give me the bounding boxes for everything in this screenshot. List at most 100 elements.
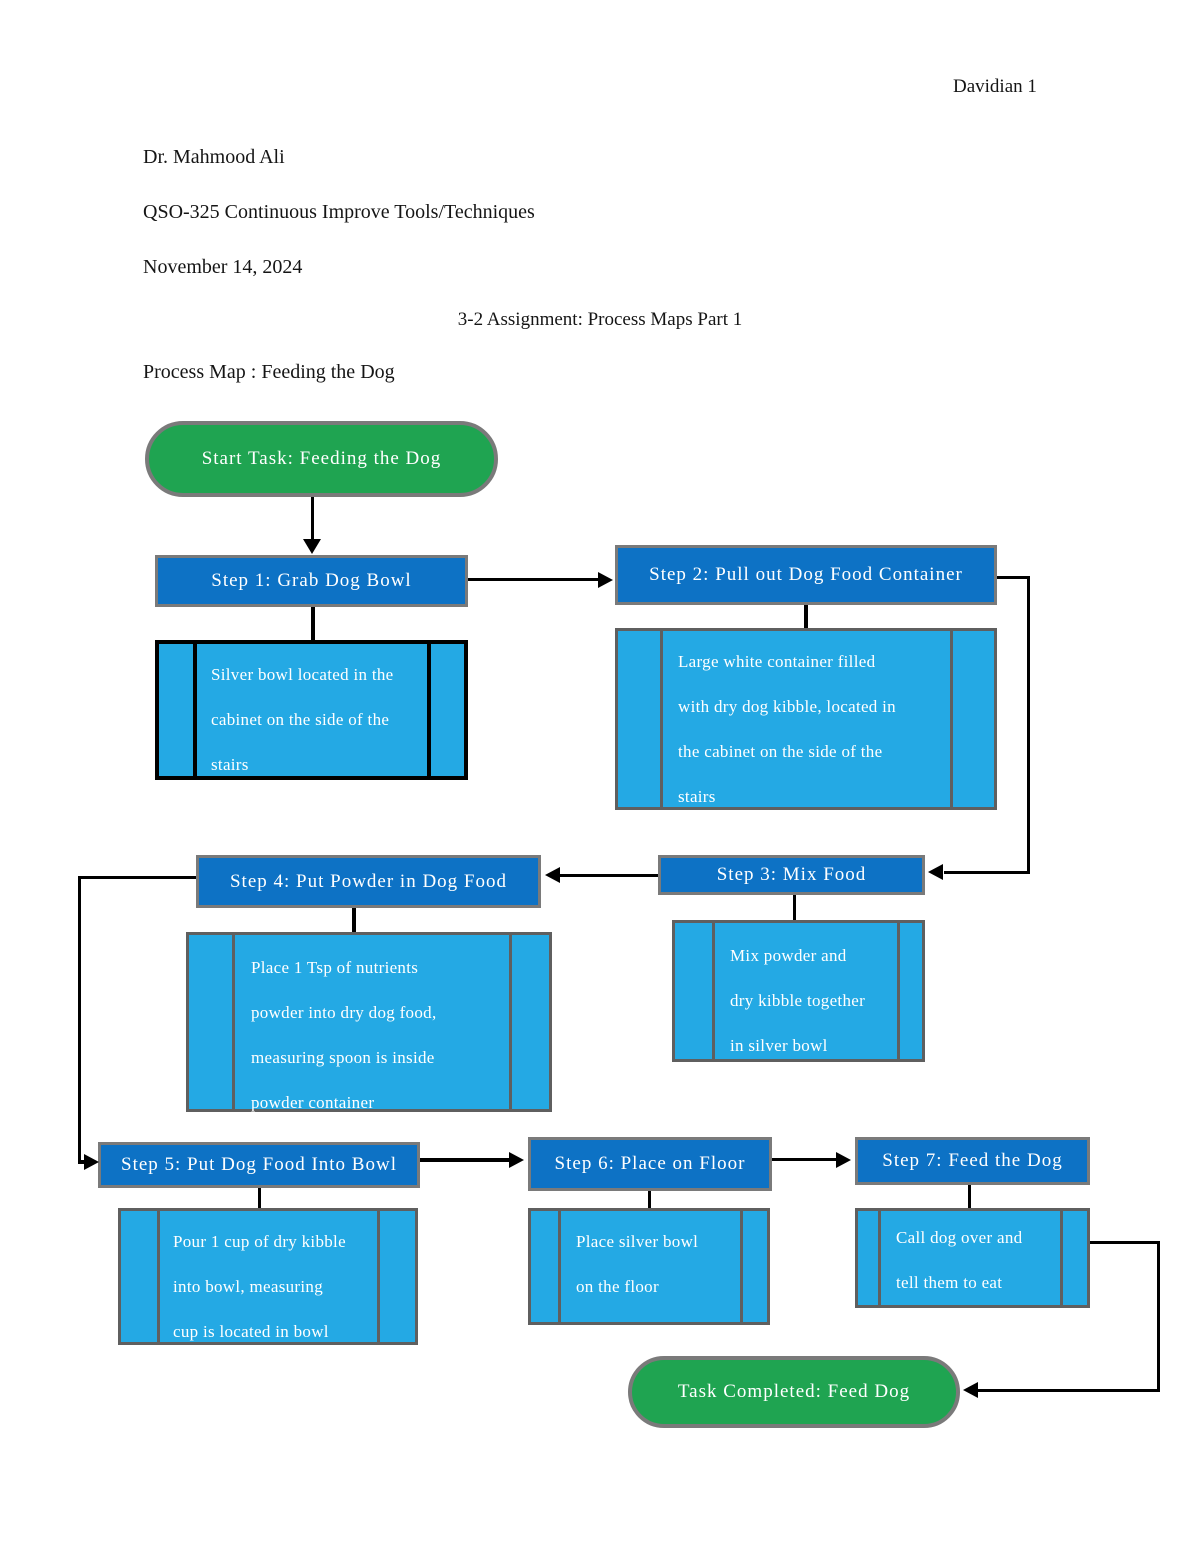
note-line: into bowl, measuring xyxy=(173,1277,324,1296)
connector-step3-to-note3 xyxy=(793,895,796,920)
step-6-box: Step 6: Place on Floor xyxy=(528,1137,772,1191)
note-line: powder container xyxy=(251,1093,375,1112)
connector-step2-to-note2 xyxy=(804,605,808,628)
note-line: Pour 1 cup of dry kibble xyxy=(173,1232,346,1251)
note-divider xyxy=(509,935,512,1109)
note-divider xyxy=(558,1211,561,1322)
step-2-label: Step 2: Pull out Dog Food Container xyxy=(649,564,963,585)
date-line: November 14, 2024 xyxy=(143,256,303,278)
step-1-label: Step 1: Grab Dog Bowl xyxy=(211,570,412,591)
note-divider xyxy=(950,631,953,807)
connector-step4-to-step5 xyxy=(78,876,81,1163)
step-4-note-text: Place 1 Tsp of nutrients powder into dry… xyxy=(189,935,549,1112)
note-line: Mix powder and xyxy=(730,946,847,965)
step-5-box: Step 5: Put Dog Food Into Bowl xyxy=(98,1142,420,1188)
page-header: Davidian 1 xyxy=(953,76,1037,97)
note-divider xyxy=(232,935,235,1109)
process-map-caption: Process Map : Feeding the Dog xyxy=(143,361,395,383)
connector-step7-to-note7 xyxy=(968,1185,971,1208)
arrowhead-down-icon xyxy=(303,539,321,554)
connector-step2-to-step3 xyxy=(1027,576,1030,874)
connector-step2-to-step3 xyxy=(944,871,1030,874)
arrowhead-left-icon xyxy=(545,867,560,883)
connector-note7-to-end xyxy=(1157,1241,1160,1392)
step-7-box: Step 7: Feed the Dog xyxy=(855,1137,1090,1185)
connector-step4-to-step5 xyxy=(78,876,196,879)
connector-step6-to-note6 xyxy=(648,1191,651,1208)
step-3-note: Mix powder and dry kibble together in si… xyxy=(672,920,925,1062)
connector-step1-to-step2 xyxy=(468,578,598,581)
note-line: on the floor xyxy=(576,1277,659,1296)
note-divider xyxy=(377,1211,380,1342)
course-line: QSO-325 Continuous Improve Tools/Techniq… xyxy=(143,201,535,223)
step-6-note: Place silver bowl on the floor xyxy=(528,1208,770,1325)
note-divider xyxy=(660,631,663,807)
step-5-note-text: Pour 1 cup of dry kibble into bowl, meas… xyxy=(121,1211,415,1342)
step-2-box: Step 2: Pull out Dog Food Container xyxy=(615,545,997,605)
step-2-note-text: Large white container filled with dry do… xyxy=(618,631,994,807)
note-line: Large white container filled xyxy=(678,652,876,671)
step-2-note: Large white container filled with dry do… xyxy=(615,628,997,810)
arrowhead-right-icon xyxy=(509,1152,524,1168)
step-3-note-text: Mix powder and dry kibble together in si… xyxy=(675,923,922,1059)
connector-note7-to-end xyxy=(978,1389,1160,1392)
note-divider xyxy=(193,644,197,776)
note-line: tell them to eat xyxy=(896,1273,1003,1292)
end-node: Task Completed: Feed Dog xyxy=(628,1356,960,1428)
arrowhead-left-icon xyxy=(928,864,943,880)
note-line: Silver bowl located in the xyxy=(211,665,394,684)
note-divider xyxy=(740,1211,743,1322)
arrowhead-right-icon xyxy=(84,1154,99,1170)
step-6-note-text: Place silver bowl on the floor xyxy=(531,1211,767,1322)
step-3-box: Step 3: Mix Food xyxy=(658,855,925,895)
instructor-line: Dr. Mahmood Ali xyxy=(143,146,285,168)
start-node: Start Task: Feeding the Dog xyxy=(145,421,498,497)
connector-start-to-step1 xyxy=(311,497,314,539)
note-divider xyxy=(157,1211,160,1342)
note-line: in silver bowl xyxy=(730,1036,828,1055)
arrowhead-right-icon xyxy=(836,1152,851,1168)
connector-note7-to-end xyxy=(1090,1241,1160,1244)
note-line: stairs xyxy=(211,755,249,774)
arrowhead-left-icon xyxy=(963,1382,978,1398)
end-node-label: Task Completed: Feed Dog xyxy=(677,1381,911,1402)
note-divider xyxy=(427,644,431,776)
step-1-box: Step 1: Grab Dog Bowl xyxy=(155,555,468,607)
note-line: powder into dry dog food, xyxy=(251,1003,437,1022)
note-divider xyxy=(712,923,715,1059)
step-5-note: Pour 1 cup of dry kibble into bowl, meas… xyxy=(118,1208,418,1345)
assignment-title: 3-2 Assignment: Process Maps Part 1 xyxy=(457,309,743,330)
connector-step4-to-step5 xyxy=(78,1160,86,1164)
connector-step4-to-note4 xyxy=(352,908,356,932)
note-line: with dry dog kibble, located in xyxy=(678,697,896,716)
step-7-note: Call dog over and tell them to eat xyxy=(855,1208,1090,1308)
step-1-note-text: Silver bowl located in the cabinet on th… xyxy=(159,644,464,776)
step-3-label: Step 3: Mix Food xyxy=(716,864,867,885)
connector-step5-to-note5 xyxy=(258,1188,261,1208)
note-line: Call dog over and xyxy=(896,1228,1023,1247)
note-line: cup is located in bowl xyxy=(173,1322,329,1341)
arrowhead-right-icon xyxy=(598,572,613,588)
note-divider xyxy=(897,923,900,1059)
note-line: stairs xyxy=(678,787,716,806)
connector-step2-to-step3 xyxy=(997,576,1030,579)
note-divider xyxy=(878,1211,881,1305)
step-5-label: Step 5: Put Dog Food Into Bowl xyxy=(121,1154,397,1175)
note-divider xyxy=(1060,1211,1063,1305)
step-1-note: Silver bowl located in the cabinet on th… xyxy=(155,640,468,780)
connector-step1-to-note1 xyxy=(311,607,315,640)
connector-step3-to-step4 xyxy=(560,874,658,877)
note-line: measuring spoon is inside xyxy=(251,1048,435,1067)
note-line: cabinet on the side of the xyxy=(211,710,390,729)
step-7-note-text: Call dog over and tell them to eat xyxy=(858,1211,1087,1305)
note-line: dry kibble together xyxy=(730,991,866,1010)
step-4-label: Step 4: Put Powder in Dog Food xyxy=(229,870,508,892)
start-node-label: Start Task: Feeding the Dog xyxy=(201,448,442,469)
connector-step6-to-step7 xyxy=(772,1158,837,1161)
step-4-note: Place 1 Tsp of nutrients powder into dry… xyxy=(186,932,552,1112)
step-6-label: Step 6: Place on Floor xyxy=(554,1153,746,1174)
note-line: Place silver bowl xyxy=(576,1232,699,1251)
note-line: the cabinet on the side of the xyxy=(678,742,883,761)
step-7-label: Step 7: Feed the Dog xyxy=(882,1150,1063,1171)
